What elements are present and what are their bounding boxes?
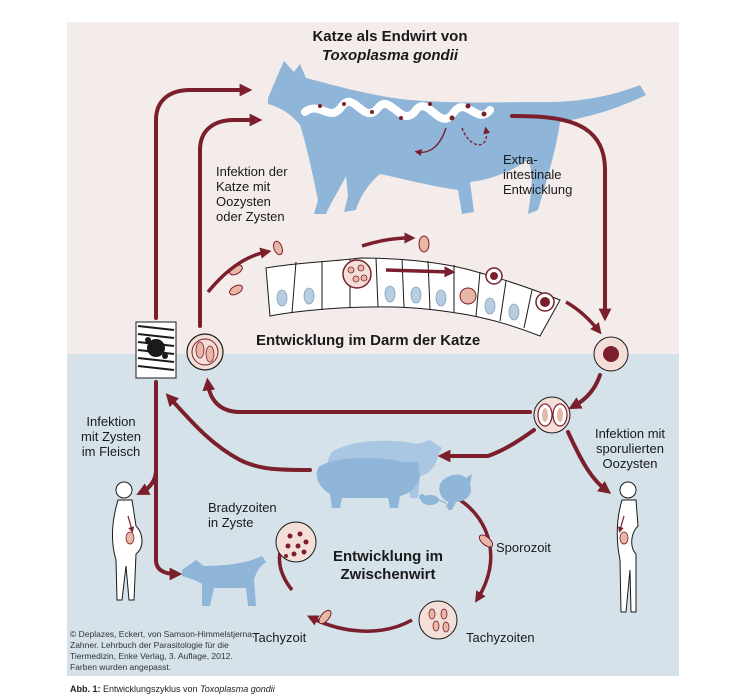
gut-arrows — [206, 232, 602, 335]
intermediate-host-label: Entwicklung im Zwischenwirt — [318, 548, 458, 584]
gut-stages — [229, 235, 555, 312]
arrow-sporulated-to-cat-gut — [202, 377, 532, 415]
source-credit: © Deplazes, Eckert, von Samson-Himmelstj… — [70, 629, 255, 672]
bradyzoites-line-2: in Zyste — [208, 515, 254, 530]
intermediate-line-1: Entwicklung im — [332, 548, 443, 565]
sporulated-line-3: Oozysten — [602, 456, 658, 471]
lower-background — [67, 354, 679, 676]
intestine-parasites — [318, 102, 487, 121]
sporozoite-label: Sporozoit — [496, 540, 551, 555]
diagram-title: Katze als Endwirt von Toxoplasma gondii — [270, 27, 510, 65]
extraintestinal-line-1: Extra- — [503, 152, 538, 167]
unsporulated-oocyst-icon — [593, 336, 629, 372]
arrow-animals-to-cat — [165, 393, 312, 472]
tissue-cyst-icon — [186, 333, 224, 371]
sporulated-oocyst-icon — [533, 396, 571, 434]
tachyzoite-label: Tachyzoit — [252, 630, 307, 645]
arrow-sporulated-to-animals — [437, 428, 536, 463]
mouse-silhouette — [419, 494, 449, 509]
pig-silhouette — [316, 458, 420, 508]
meat-infection-line-3: im Fleisch — [81, 444, 141, 459]
cat-intestine — [301, 97, 494, 123]
meat-infection-line-2: mit Zysten — [81, 429, 141, 444]
chicken-silhouette — [439, 474, 472, 510]
caption-species: Toxoplasma gondii — [200, 684, 275, 694]
extraintestinal-label: Extra- intestinale Entwicklung — [503, 152, 572, 197]
main-cycle-arrows — [136, 83, 612, 581]
cat-silhouette — [268, 61, 646, 214]
gut-development-label: Entwicklung im Darm der Katze — [256, 332, 481, 349]
extraintestinal-line-2: intestinale — [503, 167, 562, 182]
fetus-arrow-right — [617, 515, 625, 533]
cell-nuclei — [276, 285, 520, 321]
cat-infection-line-3: Oozysten — [216, 194, 271, 209]
bradyzoites-label: Bradyzoiten in Zyste — [208, 500, 277, 530]
tachyzoites-label: Tachyzoiten — [466, 630, 535, 645]
extraintestinal-dashed-arrow — [461, 126, 491, 146]
cat-infection-line-4: oder Zysten — [216, 209, 285, 224]
arrow-sporulated-to-human — [566, 430, 612, 494]
meat-infection-line-1: Infektion — [86, 414, 136, 429]
sporulated-line-2: sporulierten — [596, 441, 664, 456]
title-line-1: Katze als Endwirt von — [312, 28, 468, 45]
cat-infection-label: Infektion der Katze mit Oozysten oder Zy… — [216, 164, 288, 224]
arrow-to-cat-main — [154, 83, 253, 320]
bradyzoite-cyst-icon — [275, 521, 317, 563]
arrow-to-cat-inner — [198, 113, 263, 328]
fetus-arrow-left — [127, 515, 135, 533]
extraintestinal-line-3: Entwicklung — [503, 182, 573, 197]
sporozoite-icon — [478, 534, 494, 548]
caption-text: Entwicklungszyklus von — [103, 684, 198, 694]
arrow-oocyst-to-sporulated — [568, 373, 602, 410]
caption-prefix: Abb. 1: — [70, 684, 101, 694]
cat-infection-line-1: Infektion der — [216, 164, 288, 179]
title-line-2: Toxoplasma gondii — [321, 47, 459, 64]
dog-silhouette — [182, 556, 266, 606]
sporulated-line-1: Infektion mit — [594, 426, 666, 441]
figure-caption: Abb. 1: Entwicklungszyklus von Toxoplasm… — [70, 684, 275, 694]
sporulated-oocysts-label: Infektion mit sporulierten Oozysten — [585, 426, 675, 471]
cat-infection-line-2: Katze mit — [216, 179, 271, 194]
pregnant-woman-left — [111, 481, 143, 601]
arrow-extraintestinal — [510, 114, 612, 322]
bradyzoites-line-1: Bradyzoiten — [208, 500, 277, 515]
tachyzoite-icon — [318, 609, 332, 625]
meat-infection-label: Infektion mit Zysten im Fleisch — [76, 414, 146, 459]
arrow-meat-to-dog — [154, 468, 183, 581]
meat-chunk-icon — [135, 321, 177, 379]
intermediate-line-2: Zwischenwirt — [340, 566, 436, 583]
tachyzoites-cell-icon — [418, 600, 458, 640]
extraintestinal-dashed-arrow-2 — [414, 127, 447, 157]
